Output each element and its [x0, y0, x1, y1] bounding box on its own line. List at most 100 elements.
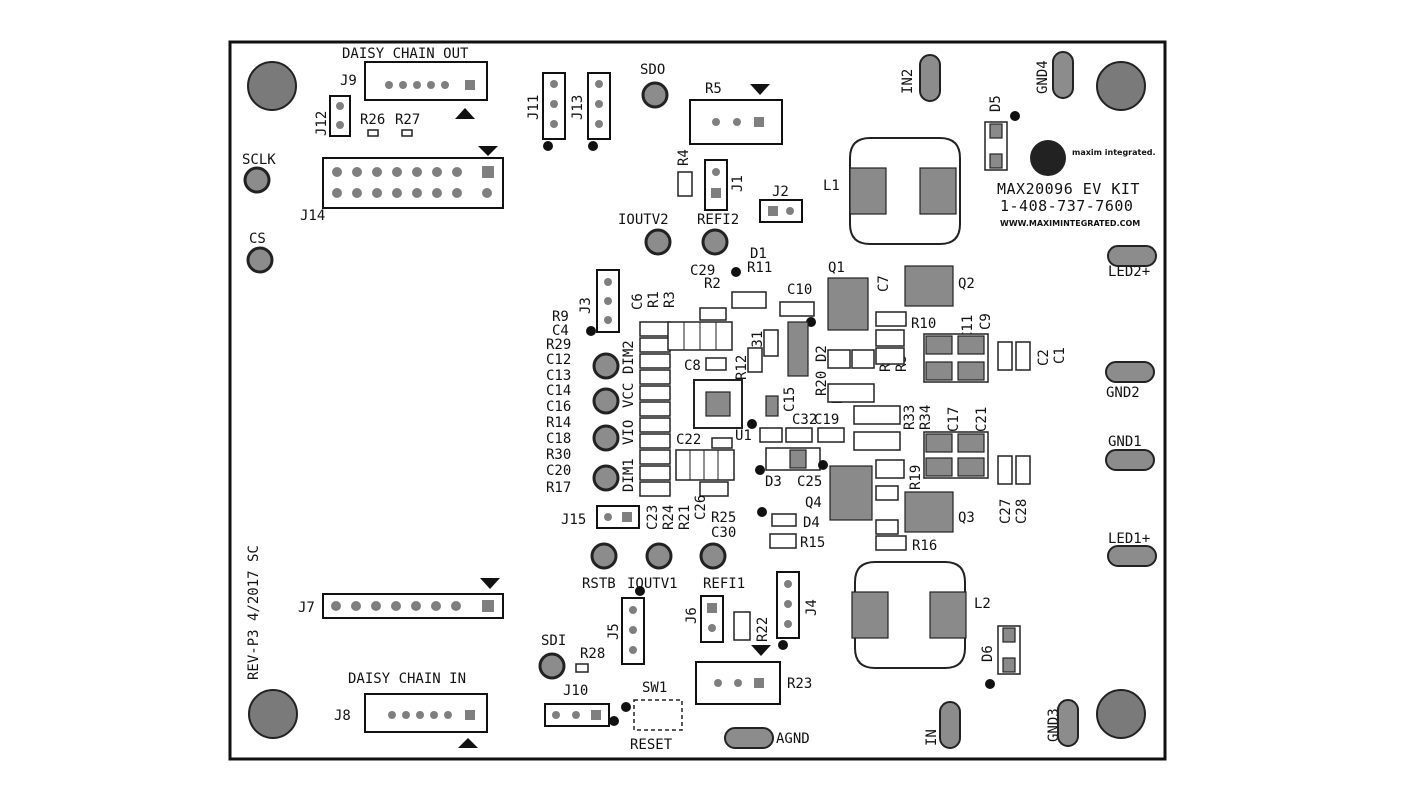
reset-switch[interactable]: [633, 699, 683, 731]
j15-header[interactable]: [596, 505, 640, 529]
dim1-label: DIM1: [621, 458, 637, 492]
rstb-test-point[interactable]: [590, 542, 618, 570]
c16-label: C16: [546, 399, 571, 415]
c14-label: C14: [546, 383, 571, 399]
gnd3-terminal[interactable]: [1057, 699, 1079, 747]
r23-potentiometer[interactable]: [695, 661, 781, 705]
l1-inductor: [849, 137, 961, 245]
j3-header[interactable]: [596, 269, 620, 333]
c27-capacitor: [997, 455, 1013, 485]
j7-connector[interactable]: [322, 593, 504, 619]
gnd2-terminal[interactable]: [1105, 361, 1155, 383]
d4-dot: [757, 507, 767, 517]
r5-label: R5: [705, 81, 722, 97]
r3-label: R3: [662, 291, 678, 308]
j1-header[interactable]: [704, 159, 728, 211]
dim1-test-point[interactable]: [592, 464, 620, 492]
j5-header[interactable]: [621, 597, 645, 665]
led2-label: LED2+: [1108, 264, 1150, 280]
c30-label: C30: [711, 525, 736, 541]
r21-label: R21: [677, 505, 693, 530]
mounting-hole-top-right: [1096, 61, 1146, 111]
j12-header[interactable]: [329, 95, 351, 137]
r12-label: R12: [734, 355, 750, 380]
gnd1-terminal[interactable]: [1105, 449, 1155, 471]
c15-label: C15: [782, 387, 798, 412]
q4-label: Q4: [805, 495, 822, 511]
j2-header[interactable]: [759, 199, 803, 223]
mounting-hole-top-left: [247, 61, 297, 111]
r19-label: R19: [908, 465, 924, 490]
c9-label: C9: [978, 313, 994, 330]
j8-connector[interactable]: [364, 693, 488, 733]
c19-label: C19: [814, 412, 839, 428]
dim2-test-point[interactable]: [592, 352, 620, 380]
j11-header[interactable]: [542, 72, 566, 140]
j6-label: J6: [684, 607, 700, 624]
refi2-test-point[interactable]: [701, 228, 729, 256]
in-terminal[interactable]: [939, 701, 961, 749]
r22-label: R22: [755, 617, 771, 642]
led1-terminal[interactable]: [1107, 545, 1157, 567]
c13-label: C13: [546, 368, 571, 384]
ioutv1-label: IOUTV1: [627, 576, 678, 592]
r24-label: R24: [661, 505, 677, 530]
j13-header[interactable]: [587, 72, 611, 140]
c7-label: C7: [876, 275, 892, 292]
j12-label: J12: [314, 111, 330, 136]
j8-pin1-marker: [458, 738, 478, 748]
c20-label: C20: [546, 463, 571, 479]
in2-terminal[interactable]: [919, 54, 941, 102]
sdi-test-point[interactable]: [538, 652, 566, 680]
ioutv2-test-point[interactable]: [644, 228, 672, 256]
c22-label: C22: [676, 432, 701, 448]
j14-label: J14: [300, 208, 325, 224]
d6-diode: [997, 625, 1021, 675]
j9-label: J9: [340, 73, 357, 89]
agnd-terminal[interactable]: [724, 727, 774, 749]
j3-pin1-dot: [586, 326, 596, 336]
r27-resistor: [401, 129, 413, 137]
led2-terminal[interactable]: [1107, 245, 1157, 267]
maxim-logo: maxim integrated.: [1030, 140, 1156, 176]
vcc-test-point[interactable]: [592, 387, 620, 415]
l1-label: L1: [823, 178, 840, 194]
q2-label: Q2: [958, 276, 975, 292]
j9-connector[interactable]: [364, 61, 488, 101]
c1-label: C1: [1052, 347, 1068, 364]
r15-resistor: [769, 533, 797, 549]
r33-label: R33: [902, 405, 918, 430]
c11-c9-capacitor-bank: [923, 333, 989, 383]
revision-label: REV-P3 4/2017 SC: [246, 545, 262, 680]
r10-resistor: [875, 311, 907, 327]
l2-label: L2: [974, 596, 991, 612]
sclk-test-point[interactable]: [243, 166, 271, 194]
r1-label: R1: [646, 291, 662, 308]
daisy-chain-out-label: DAISY CHAIN OUT: [342, 46, 469, 62]
c21-label: C21: [974, 407, 990, 432]
r29-label: R29: [546, 337, 571, 353]
r11-label: R11: [747, 260, 772, 276]
upper-passive-array: [667, 307, 733, 351]
gnd4-terminal[interactable]: [1052, 51, 1074, 99]
j6-header[interactable]: [700, 595, 724, 643]
ioutv1-test-point[interactable]: [645, 542, 673, 570]
j5-pin1-dot: [635, 586, 645, 596]
j14-connector[interactable]: [322, 157, 504, 209]
cs-test-point[interactable]: [246, 246, 274, 274]
r5-potentiometer[interactable]: [689, 99, 783, 145]
j4-header[interactable]: [776, 571, 800, 639]
vio-test-point[interactable]: [592, 424, 620, 452]
d6-cathode-dot: [985, 679, 995, 689]
l2-inductor: [851, 561, 967, 669]
u1-controller-ic: [693, 379, 743, 429]
phone-number: 1-408-737-7600: [1000, 197, 1133, 215]
website-url: WWW.MAXIMINTEGRATED.COM: [1000, 219, 1140, 228]
c26-label: C26: [693, 495, 709, 520]
r9-label: R9: [552, 309, 569, 325]
sdo-test-point[interactable]: [641, 81, 669, 109]
r23-label: R23: [787, 676, 812, 692]
refi1-test-point[interactable]: [699, 542, 727, 570]
j10-header[interactable]: [544, 703, 610, 727]
